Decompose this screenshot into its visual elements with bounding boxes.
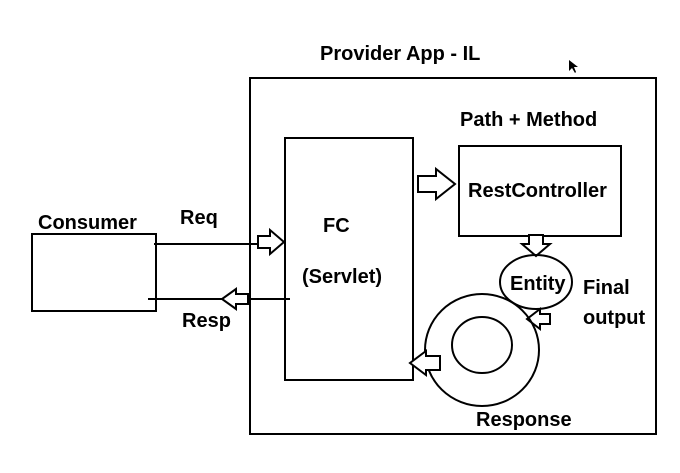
response-arrow [220, 287, 249, 311]
restcontroller-label: RestController [468, 180, 607, 202]
consumer-box [31, 233, 157, 312]
servlet-label: (Servlet) [302, 266, 382, 288]
response-label: Response [476, 409, 572, 431]
req-label: Req [180, 207, 218, 229]
request-arrow [257, 227, 286, 257]
fc-label: FC [323, 215, 350, 237]
provider-app-label: Provider App - IL [320, 43, 480, 65]
response-inner-ring [451, 316, 513, 374]
mouse-cursor-icon [569, 60, 578, 73]
consumer-label: Consumer [38, 212, 137, 234]
response-to-fc-arrow [408, 349, 441, 377]
resp-label: Resp [182, 310, 231, 332]
entity-label: Entity [510, 273, 566, 295]
fc-servlet-box [284, 137, 414, 381]
entity-ellipse [499, 254, 573, 310]
provider-app-box [249, 77, 657, 435]
response-outer-ring [424, 293, 540, 407]
final-label: Final [583, 277, 630, 299]
fc-to-restcontroller-arrow [417, 166, 457, 202]
restcontroller-to-entity-arrow [519, 234, 553, 258]
path-method-label: Path + Method [460, 109, 597, 131]
output-label: output [583, 307, 646, 329]
